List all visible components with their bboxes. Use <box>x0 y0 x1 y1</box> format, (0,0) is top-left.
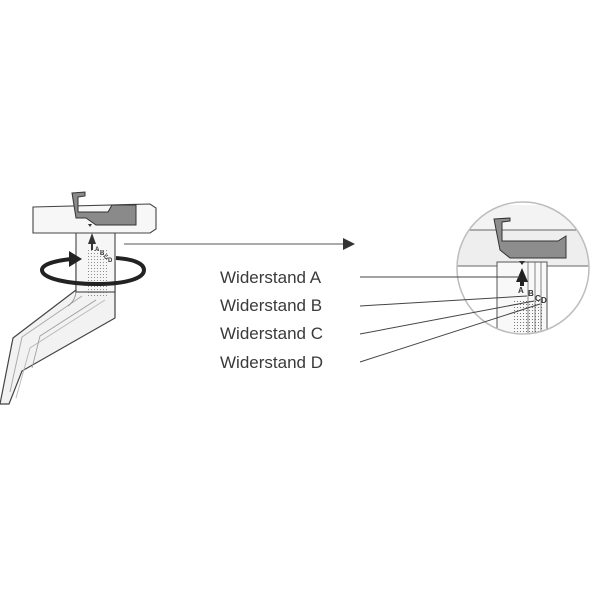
marker-d: D <box>108 258 113 264</box>
leader-lines <box>359 276 541 363</box>
marker-a: A <box>95 247 100 253</box>
leader-b <box>359 295 528 307</box>
marker-b: B <box>100 251 105 257</box>
label-widerstand-a: Widerstand A <box>220 268 322 287</box>
leader-d <box>359 303 541 363</box>
magnified-marker-a: A <box>518 286 524 295</box>
marker-arrow-icon <box>88 233 96 244</box>
magnified-marker-arrow-icon <box>516 268 528 282</box>
leader-c <box>359 300 535 335</box>
label-widerstand-d: Widerstand D <box>220 353 323 372</box>
magnified-marker-b: B <box>528 289 534 298</box>
magnified-view: A B C D <box>456 201 590 335</box>
label-widerstand-c: Widerstand C <box>220 324 323 343</box>
legend-labels: Widerstand A Widerstand B Widerstand C W… <box>220 268 323 372</box>
device-hook <box>71 191 137 226</box>
magnified-marker-d: D <box>541 296 547 305</box>
label-widerstand-b: Widerstand B <box>220 296 322 315</box>
marker-c: C <box>104 255 109 261</box>
magnified-marker-c: C <box>535 294 541 303</box>
rotation-arrow-icon <box>39 251 147 287</box>
device-left: A B C D <box>0 191 157 405</box>
